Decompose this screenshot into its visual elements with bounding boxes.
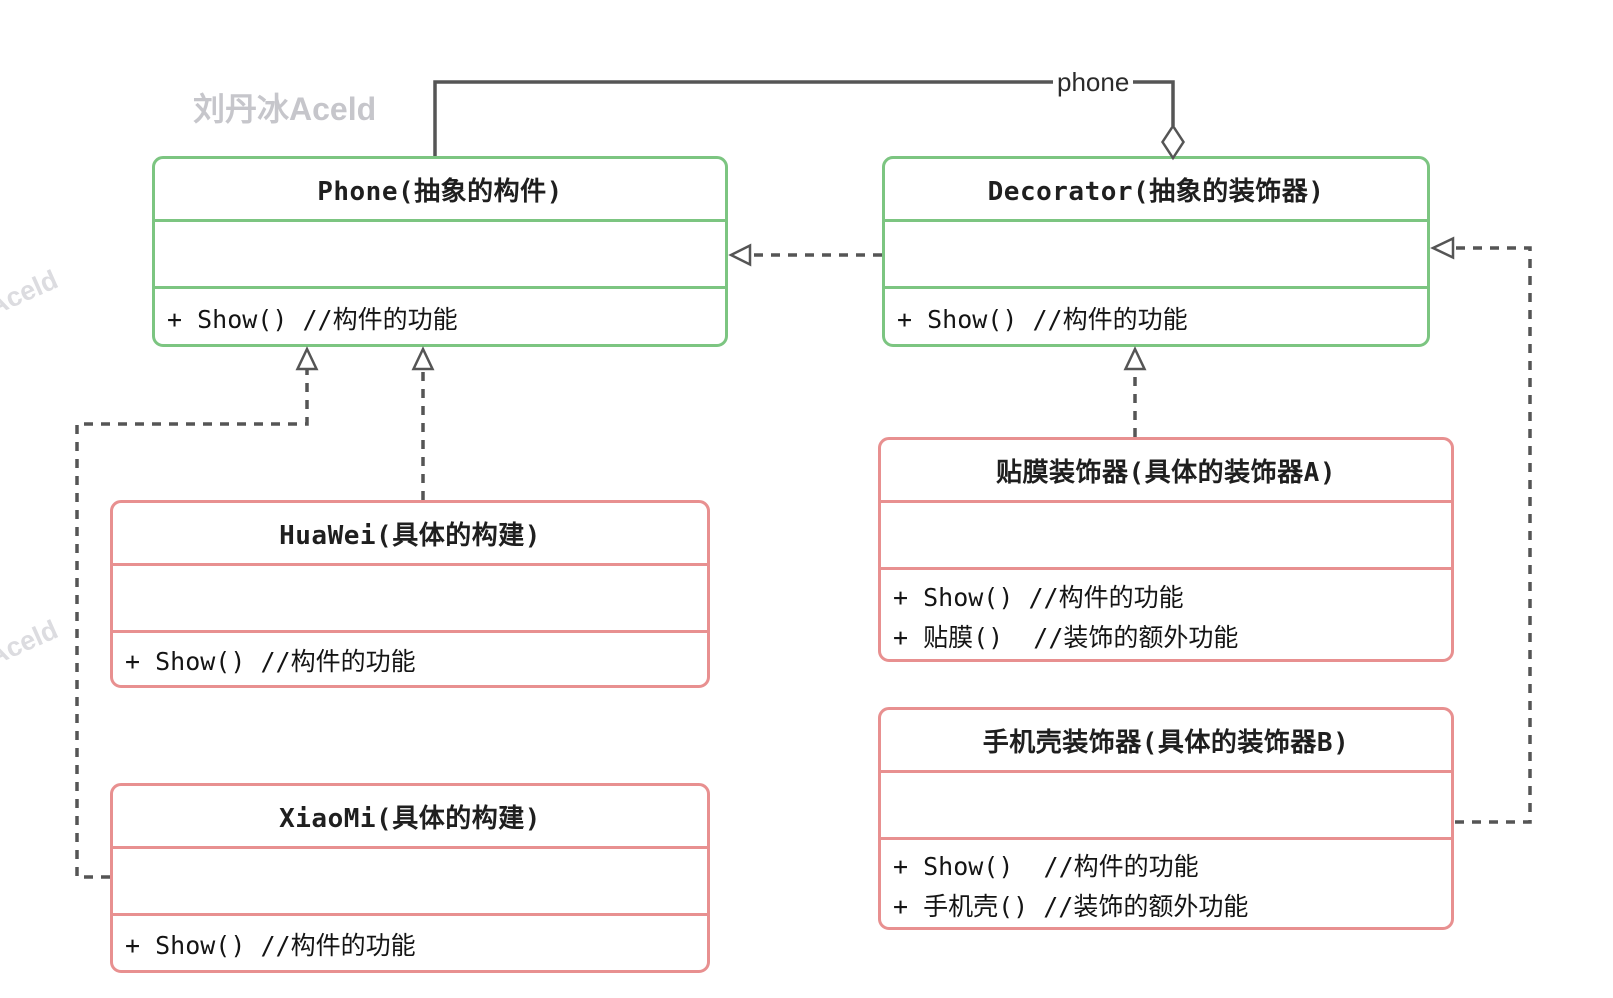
class-film-decorator-title: 贴膜装饰器(具体的装饰器A) — [881, 440, 1451, 503]
class-huawei-attributes — [113, 566, 707, 633]
class-xiaomi-title: XiaoMi(具体的构建) — [113, 786, 707, 849]
inheritance-arrowhead-phone-bottom-right — [411, 346, 435, 371]
class-phone-attributes — [155, 222, 725, 289]
class-case-decorator-title: 手机壳装饰器(具体的装饰器B) — [881, 710, 1451, 773]
class-phone-title: Phone(抽象的构件) — [155, 159, 725, 222]
class-case-decorator: 手机壳装饰器(具体的装饰器B) + Show() //构件的功能 + 手机壳()… — [878, 707, 1454, 930]
class-phone: Phone(抽象的构件) + Show() //构件的功能 — [152, 156, 728, 347]
class-case-decorator-methods: + Show() //构件的功能 + 手机壳() //装饰的额外功能 — [881, 840, 1451, 927]
class-film-decorator: 贴膜装饰器(具体的装饰器A) + Show() //构件的功能 + 贴膜() /… — [878, 437, 1454, 662]
class-decorator-methods: + Show() //构件的功能 — [885, 289, 1427, 344]
method-line: + 贴膜() //装饰的额外功能 — [893, 622, 1239, 652]
class-huawei: HuaWei(具体的构建) + Show() //构件的功能 — [110, 500, 710, 688]
method-line: + Show() //构件的功能 — [893, 582, 1184, 612]
aggregation-label: phone — [1053, 68, 1134, 96]
class-xiaomi-methods: + Show() //构件的功能 — [113, 916, 707, 970]
inheritance-arrowhead-phone-right — [728, 243, 752, 267]
inheritance-arrowhead-phone-bottom-left — [295, 346, 319, 371]
aggregation-diamond-icon — [1161, 123, 1185, 161]
inheritance-arrowhead-decorator-bottom — [1123, 346, 1147, 371]
class-case-decorator-attributes — [881, 773, 1451, 840]
watermark-author: 刘丹冰Aceld — [193, 91, 377, 127]
class-decorator-title: Decorator(抽象的装饰器) — [885, 159, 1427, 222]
class-huawei-title: HuaWei(具体的构建) — [113, 503, 707, 566]
class-film-decorator-attributes — [881, 503, 1451, 570]
watermark-side-bottom: Aceld — [0, 614, 63, 672]
method-line: + Show() //构件的功能 — [897, 304, 1188, 334]
method-line: + Show() //构件的功能 — [125, 647, 416, 676]
class-decorator-attributes — [885, 222, 1427, 289]
class-phone-methods: + Show() //构件的功能 — [155, 289, 725, 344]
class-xiaomi: XiaoMi(具体的构建) + Show() //构件的功能 — [110, 783, 710, 973]
class-decorator: Decorator(抽象的装饰器) + Show() //构件的功能 — [882, 156, 1430, 347]
method-line: + Show() //构件的功能 — [167, 304, 458, 334]
method-line: + Show() //构件的功能 — [125, 931, 416, 960]
watermark-side-top: Aceld — [0, 264, 63, 322]
method-line: + Show() //构件的功能 — [893, 851, 1199, 881]
class-huawei-methods: + Show() //构件的功能 — [113, 633, 707, 685]
method-line: + 手机壳() //装饰的额外功能 — [893, 891, 1249, 921]
class-film-decorator-methods: + Show() //构件的功能 + 贴膜() //装饰的额外功能 — [881, 570, 1451, 659]
dashed-line-case-to-decorator — [1454, 246, 1532, 824]
class-xiaomi-attributes — [113, 849, 707, 916]
inheritance-arrowhead-decorator-right — [1430, 236, 1455, 260]
